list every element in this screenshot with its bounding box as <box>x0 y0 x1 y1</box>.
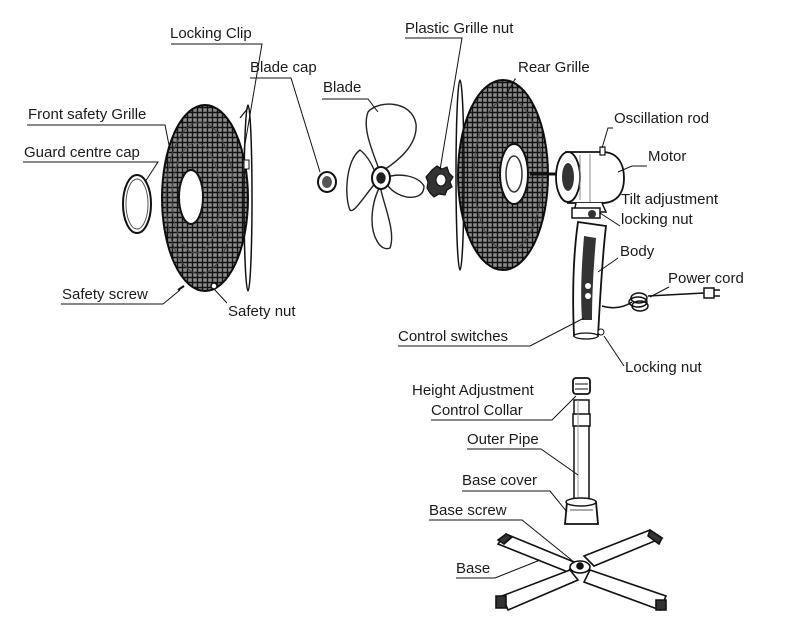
label-body: Body <box>620 243 655 260</box>
fan-blade <box>346 103 425 250</box>
label-plastic-grille-nut: Plastic Grille nut <box>405 20 514 37</box>
label-control-switches: Control switches <box>398 328 509 345</box>
label-control-collar: Control Collar <box>431 402 523 419</box>
guard-centre-cap <box>122 174 152 234</box>
label-tilt-adjustment: Tilt adjustment <box>621 191 718 208</box>
safety-screw <box>177 285 185 291</box>
plastic-grille-nut <box>425 165 454 198</box>
label-tilt-locking-nut: locking nut <box>621 211 693 228</box>
label-safety-screw: Safety screw <box>62 286 148 303</box>
front-safety-grille <box>161 104 253 292</box>
locking-nut <box>597 328 605 336</box>
label-locking-nut: Locking nut <box>625 359 702 376</box>
tilt-adjustment-locking-nut <box>571 207 601 219</box>
power-cord <box>601 287 720 312</box>
label-base-cover: Base cover <box>462 472 538 489</box>
oscillation-rod <box>599 146 606 156</box>
fan-body <box>572 220 607 340</box>
label-outer-pipe: Outer Pipe <box>467 431 539 448</box>
height-adjustment-collar <box>572 377 591 395</box>
control-switches <box>585 283 591 289</box>
label-locking-clip: Locking Clip <box>170 25 252 42</box>
label-guard-centre-cap: Guard centre cap <box>24 144 140 161</box>
label-power-cord: Power cord <box>668 270 744 287</box>
label-front-safety-grille: Front safety Grille <box>28 106 147 123</box>
label-safety-nut: Safety nut <box>228 303 296 320</box>
base-screw <box>576 562 584 570</box>
rear-grille <box>455 79 549 271</box>
motor <box>555 146 625 213</box>
label-blade: Blade <box>323 79 362 96</box>
base <box>495 528 668 612</box>
label-rear-grille: Rear Grille <box>518 59 590 76</box>
blade-cap <box>317 171 337 193</box>
label-oscillation-rod: Oscillation rod <box>614 110 710 127</box>
label-height-adjustment: Height Adjustment <box>412 382 534 399</box>
label-blade-cap: Blade cap <box>250 59 317 76</box>
outer-pipe <box>572 399 591 507</box>
leader-lines <box>23 37 670 579</box>
label-base-screw: Base screw <box>429 502 507 519</box>
base-cover <box>564 497 599 525</box>
safety-nut <box>210 282 218 290</box>
label-motor: Motor <box>648 148 687 165</box>
label-base: Base <box>456 560 491 577</box>
